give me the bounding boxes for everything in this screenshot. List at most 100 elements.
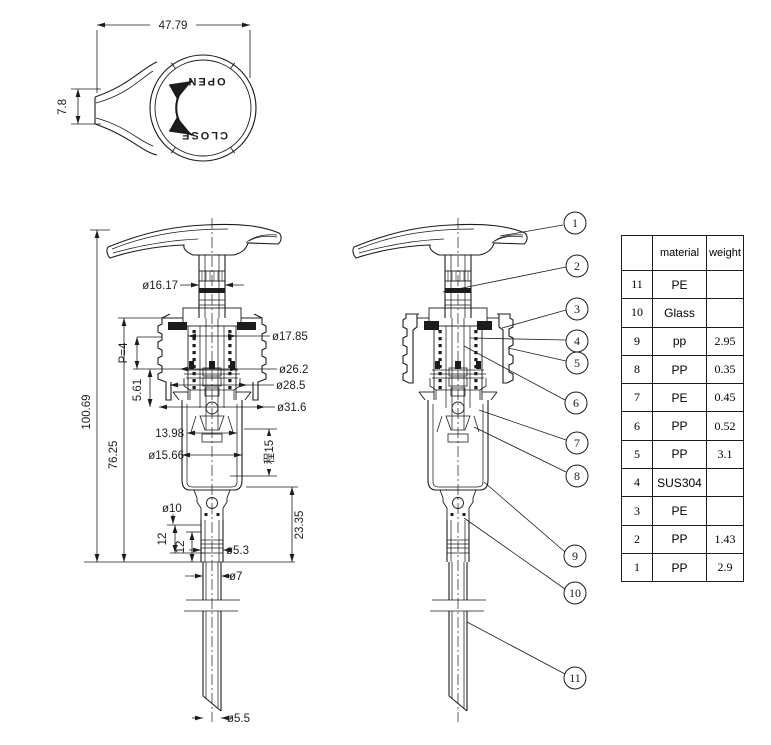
table-row: 9 pp 2.95 [621, 326, 744, 356]
balloon-8: 8 [565, 464, 589, 488]
svg-text:5: 5 [574, 356, 580, 370]
balloon-3: 3 [565, 297, 589, 321]
svg-text:11: 11 [569, 671, 581, 685]
svg-text:7: 7 [574, 436, 580, 450]
table-row: 6 PP 0.52 [621, 411, 744, 441]
dim-stroke: 程15 [230, 428, 277, 477]
table-row: 2 PP 1.43 [621, 524, 744, 554]
table-row: 10 Glass [621, 298, 744, 328]
svg-text:ø17.85: ø17.85 [272, 331, 308, 343]
part-material: PE [652, 383, 707, 413]
header-material: material [652, 235, 707, 271]
table-row: 7 PE 0.45 [621, 383, 744, 413]
header-no [621, 235, 653, 271]
balloon-7: 7 [565, 431, 589, 455]
dim-tube-outer-dia: ø7 [185, 571, 242, 583]
closure-cap [157, 313, 267, 401]
svg-text:ø28.5: ø28.5 [276, 380, 305, 392]
svg-text:ø31.6: ø31.6 [277, 402, 306, 414]
table-row: 11 PE [621, 269, 744, 300]
dim-cap-dia-3: ø31.6 [158, 402, 306, 414]
table-row: 3 PE [621, 496, 744, 526]
dim-thread-pitch: P=4 [118, 336, 140, 370]
table-header-row: material weight [621, 235, 744, 271]
part-weight: 0.52 [706, 411, 744, 441]
part-material: SUS304 [652, 468, 707, 498]
svg-text:13.98: 13.98 [155, 428, 184, 440]
part-material: PP [652, 411, 707, 441]
svg-text:47.79: 47.79 [159, 20, 188, 32]
balloon-4: 4 [565, 329, 589, 353]
dim-handle-height: 7.8 [57, 88, 101, 125]
dim-chamber-width: 13.98 [155, 428, 238, 440]
svg-text:7.8: 7.8 [57, 99, 69, 115]
header-weight: weight [706, 235, 744, 271]
dim-cap-dia-2: ø28.5 [169, 380, 305, 392]
dim-height-to-collar: 76.25 [108, 317, 127, 563]
balloon-5: 5 [565, 351, 589, 375]
dim-inner-dia: ø17.85 [187, 331, 308, 343]
table-row: 5 PP 3.1 [621, 439, 744, 470]
part-material: PP [652, 524, 707, 554]
svg-text:2: 2 [574, 259, 580, 273]
side-view-dimensioned: 100.69 76.25 ø16.17 ø17.85 [81, 217, 308, 725]
balloon-10: 10 [563, 581, 587, 605]
part-no: 3 [621, 496, 653, 526]
dim-cap-dia-1: ø26.2 [179, 364, 308, 376]
svg-text:9: 9 [572, 549, 578, 563]
part-no: 11 [621, 269, 653, 300]
part-weight: 2.95 [706, 326, 744, 356]
svg-text:ø26.2: ø26.2 [279, 364, 308, 376]
balloon-6: 6 [564, 391, 588, 415]
part-material: PE [652, 269, 707, 300]
top-view: OPEN CLOSE 47.79 7.8 [57, 20, 257, 162]
open-label: OPEN [186, 75, 225, 87]
svg-text:P=4: P=4 [118, 342, 130, 363]
part-material: PP [652, 552, 707, 583]
svg-text:23.35: 23.35 [294, 511, 306, 540]
part-material: PE [652, 496, 707, 526]
table-row: 8 PP 0.35 [621, 354, 744, 385]
svg-text:5.61: 5.61 [132, 379, 144, 401]
dim-lower-height: 23.35 [246, 486, 306, 563]
rotation-arrow [168, 80, 193, 136]
dim-tube-ring-dia: ø5.3 [189, 545, 249, 557]
table-row: 4 SUS304 [621, 468, 744, 498]
svg-text:8: 8 [574, 469, 580, 483]
part-weight [706, 298, 744, 328]
part-no: 8 [621, 354, 653, 385]
balloon-2: 2 [565, 254, 589, 278]
dim-seg-a: 12 [157, 524, 205, 554]
part-no: 10 [621, 298, 653, 328]
part-weight: 3.1 [706, 439, 744, 470]
dim-top-width: 47.79 [96, 20, 251, 93]
dim-neck-dia: ø10 [162, 503, 201, 526]
part-no: 6 [621, 411, 653, 441]
part-material: pp [652, 326, 707, 356]
svg-text:ø5.5: ø5.5 [227, 713, 250, 725]
table-row: 1 PP 2.9 [621, 552, 744, 583]
leader-lines [442, 224, 567, 675]
part-weight: 0.35 [706, 354, 744, 385]
section-view: 1 2 3 4 5 6 7 [352, 211, 589, 723]
part-no: 7 [621, 383, 653, 413]
dim-stem-dia: ø16.17 [142, 280, 244, 292]
balloon-9: 9 [563, 544, 587, 568]
part-no: 9 [621, 326, 653, 356]
parts-table: material weight 11 PE 10 Glass 9 pp 2.95… [621, 235, 744, 583]
part-material: PP [652, 354, 707, 385]
part-no: 2 [621, 524, 653, 554]
balloon-11: 11 [563, 666, 587, 690]
part-material: Glass [652, 298, 707, 328]
dim-tube-tip-dia: ø5.5 [192, 713, 250, 725]
dim-chamber-dia: ø15.66 [148, 450, 243, 462]
part-balloons: 1 2 3 4 5 6 7 [563, 211, 589, 690]
part-weight [706, 269, 744, 300]
svg-text:程15: 程15 [263, 440, 276, 464]
svg-text:100.69: 100.69 [81, 394, 93, 429]
svg-text:3: 3 [574, 302, 580, 316]
side-view-dimensions: 100.69 76.25 ø16.17 ø17.85 [81, 229, 308, 725]
part-weight [706, 496, 744, 526]
